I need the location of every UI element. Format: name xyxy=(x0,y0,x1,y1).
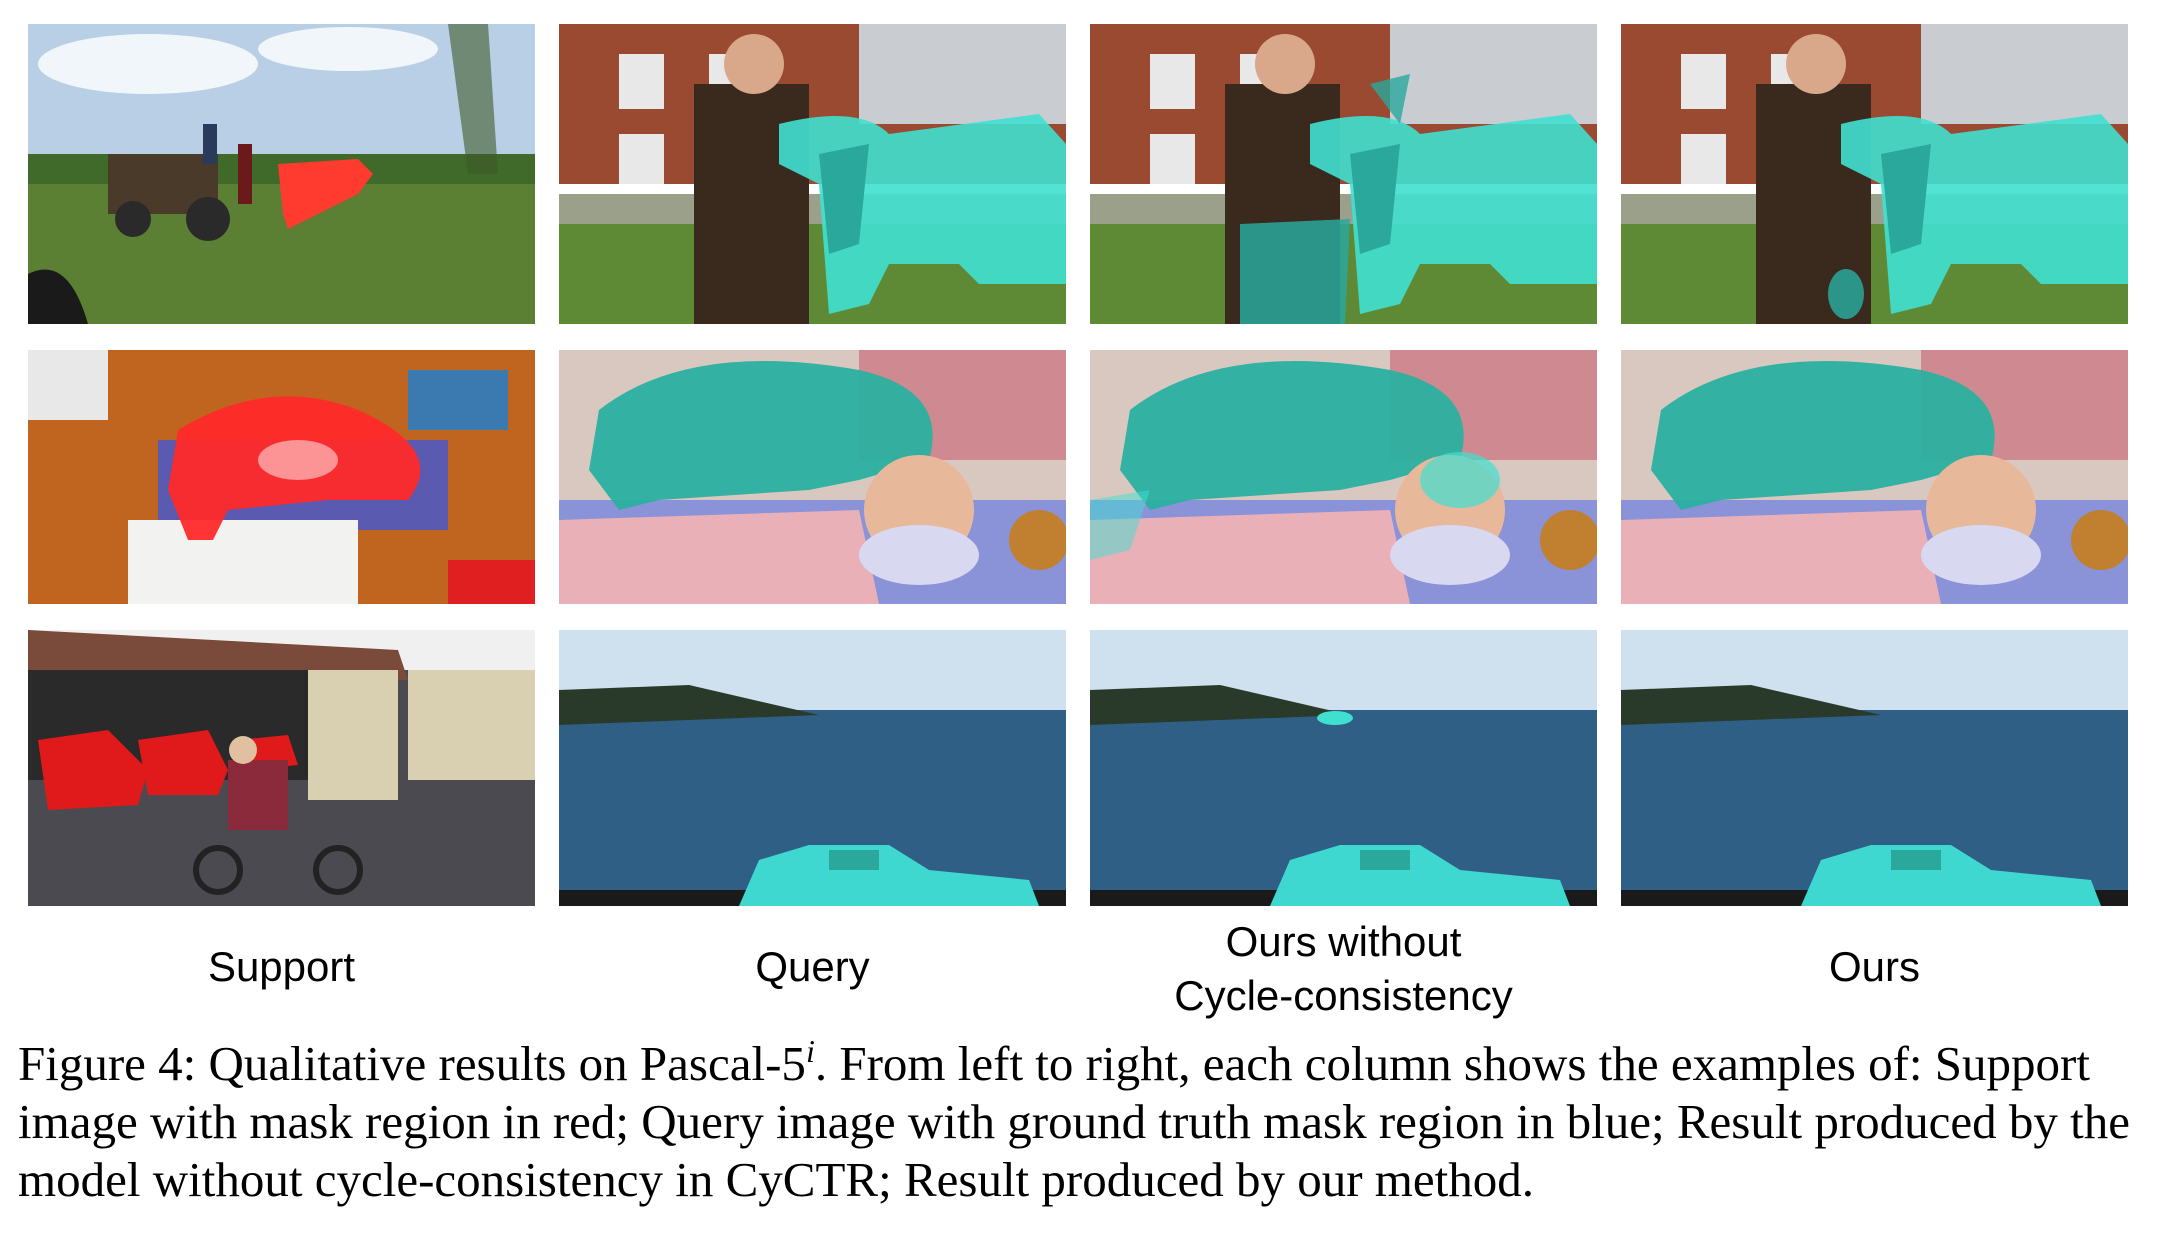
support-image-cat xyxy=(28,350,535,604)
row-car xyxy=(28,630,2128,906)
column-label-query: Query xyxy=(559,940,1066,994)
column-label-ours-without-cycle-line2: Cycle-consistency xyxy=(1174,972,1513,1019)
figure-caption: Figure 4: Qualitative results on Pascal-… xyxy=(18,1035,2143,1209)
column-label-support-text: Support xyxy=(207,943,356,990)
column-label-support: Support xyxy=(28,940,535,994)
result-without-cycle-cat xyxy=(1090,350,1597,604)
result-ours-cow xyxy=(1621,24,2128,324)
column-label-query-text: Query xyxy=(755,943,870,990)
result-ours-car xyxy=(1621,630,2128,906)
column-label-ours: Ours xyxy=(1621,940,2128,994)
result-without-cycle-cow xyxy=(1090,24,1597,324)
column-label-ours-without-cycle-line1: Ours without xyxy=(1225,918,1462,965)
column-label-ours-without-cycle: Ours without Cycle-consistency xyxy=(1090,915,1597,1023)
column-label-ours-text: Ours xyxy=(1828,943,1920,990)
query-image-car xyxy=(559,630,1066,906)
query-image-cat xyxy=(559,350,1066,604)
support-image-car xyxy=(28,630,535,906)
row-cat xyxy=(28,350,2128,604)
result-ours-cat xyxy=(1621,350,2128,604)
caption-prefix: Figure 4: Qualitative results on Pascal-… xyxy=(18,1036,806,1091)
query-image-cow xyxy=(559,24,1066,324)
caption-superscript: i xyxy=(805,1033,815,1069)
support-image-cow xyxy=(28,24,535,324)
result-without-cycle-car xyxy=(1090,630,1597,906)
row-cow xyxy=(28,24,2128,324)
caption-text: . From left to right, each column shows … xyxy=(18,1036,2131,1207)
